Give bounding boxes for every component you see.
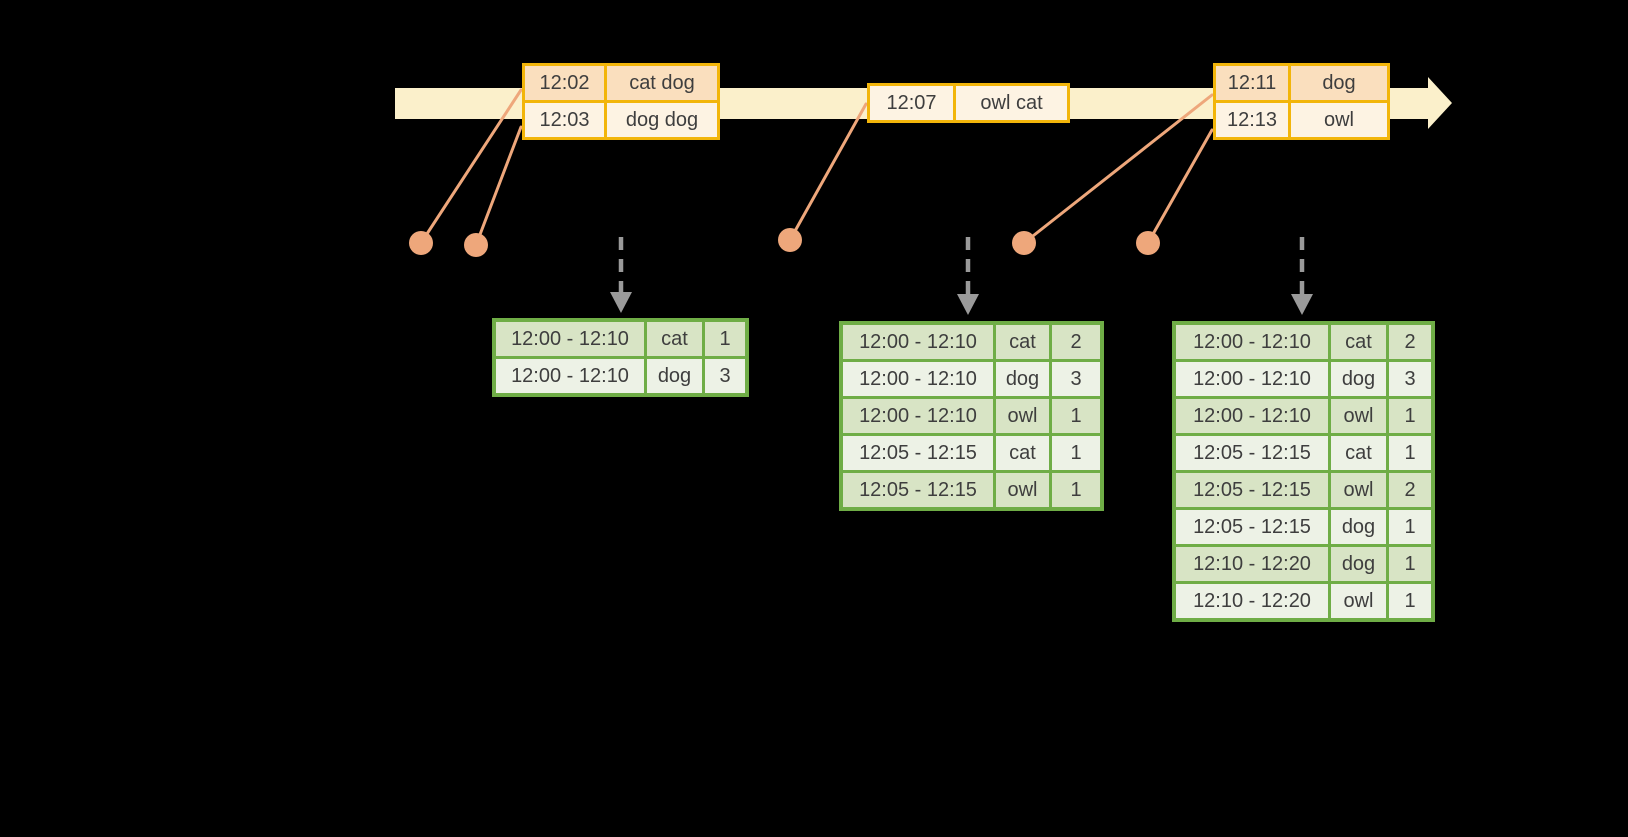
count-cell: 3 xyxy=(1052,362,1100,396)
window-cell: 12:05 - 12:15 xyxy=(843,436,993,470)
word-cell: cat xyxy=(1331,436,1386,470)
timeline-arrowhead-icon xyxy=(1428,77,1452,129)
word-cell: dog xyxy=(996,362,1049,396)
event-time-cell: 12:02 xyxy=(525,66,604,100)
window-cell: 12:10 - 12:20 xyxy=(1176,584,1328,618)
event-connector-line xyxy=(788,102,868,242)
word-cell: owl xyxy=(1331,399,1386,433)
event-words-cell: dog xyxy=(1291,66,1387,100)
window-cell: 12:00 - 12:10 xyxy=(1176,325,1328,359)
word-cell: dog xyxy=(1331,510,1386,544)
count-cell: 1 xyxy=(705,322,745,356)
word-cell: cat xyxy=(996,436,1049,470)
count-cell: 2 xyxy=(1389,325,1431,359)
word-cell: cat xyxy=(1331,325,1386,359)
event-words-cell: owl cat xyxy=(956,86,1067,120)
window-cell: 12:00 - 12:10 xyxy=(843,325,993,359)
word-cell: dog xyxy=(647,359,702,393)
count-cell: 1 xyxy=(1389,547,1431,581)
window-cell: 12:00 - 12:10 xyxy=(843,362,993,396)
event-connector-line xyxy=(1146,128,1214,245)
event-marker-icon xyxy=(464,233,488,257)
window-cell: 12:00 - 12:10 xyxy=(496,359,644,393)
event-time-cell: 12:11 xyxy=(1216,66,1288,100)
window-cell: 12:00 - 12:10 xyxy=(1176,399,1328,433)
word-cell: dog xyxy=(1331,547,1386,581)
word-cell: owl xyxy=(1331,473,1386,507)
trigger-arrowhead-icon xyxy=(957,294,979,315)
event-words-cell: dog dog xyxy=(607,103,717,137)
word-cell: owl xyxy=(996,473,1049,507)
trigger-arrowhead-icon xyxy=(610,292,632,313)
count-cell: 3 xyxy=(1389,362,1431,396)
word-cell: cat xyxy=(996,325,1049,359)
count-cell: 1 xyxy=(1389,584,1431,618)
window-cell: 12:10 - 12:20 xyxy=(1176,547,1328,581)
count-cell: 1 xyxy=(1389,436,1431,470)
word-cell: cat xyxy=(647,322,702,356)
count-cell: 1 xyxy=(1052,399,1100,433)
window-cell: 12:05 - 12:15 xyxy=(843,473,993,507)
event-time-cell: 12:13 xyxy=(1216,103,1288,137)
word-cell: owl xyxy=(1331,584,1386,618)
window-cell: 12:05 - 12:15 xyxy=(1176,436,1328,470)
event-marker-icon xyxy=(1136,231,1160,255)
window-cell: 12:05 - 12:15 xyxy=(1176,473,1328,507)
event-connector-line xyxy=(419,88,523,245)
count-cell: 1 xyxy=(1052,473,1100,507)
event-words-cell: cat dog xyxy=(607,66,717,100)
window-cell: 12:00 - 12:10 xyxy=(843,399,993,433)
window-cell: 12:00 - 12:10 xyxy=(1176,362,1328,396)
event-marker-icon xyxy=(409,231,433,255)
event-words-cell: owl xyxy=(1291,103,1387,137)
event-connector-line xyxy=(474,125,523,247)
event-marker-icon xyxy=(778,228,802,252)
event-time-cell: 12:03 xyxy=(525,103,604,137)
count-cell: 1 xyxy=(1389,510,1431,544)
event-connector-line xyxy=(1022,93,1214,245)
count-cell: 2 xyxy=(1052,325,1100,359)
word-cell: dog xyxy=(1331,362,1386,396)
event-time-cell: 12:07 xyxy=(870,86,953,120)
count-cell: 3 xyxy=(705,359,745,393)
trigger-arrowhead-icon xyxy=(1291,294,1313,315)
window-cell: 12:00 - 12:10 xyxy=(496,322,644,356)
count-cell: 1 xyxy=(1389,399,1431,433)
window-cell: 12:05 - 12:15 xyxy=(1176,510,1328,544)
count-cell: 1 xyxy=(1052,436,1100,470)
count-cell: 2 xyxy=(1389,473,1431,507)
event-marker-icon xyxy=(1012,231,1036,255)
word-cell: owl xyxy=(996,399,1049,433)
